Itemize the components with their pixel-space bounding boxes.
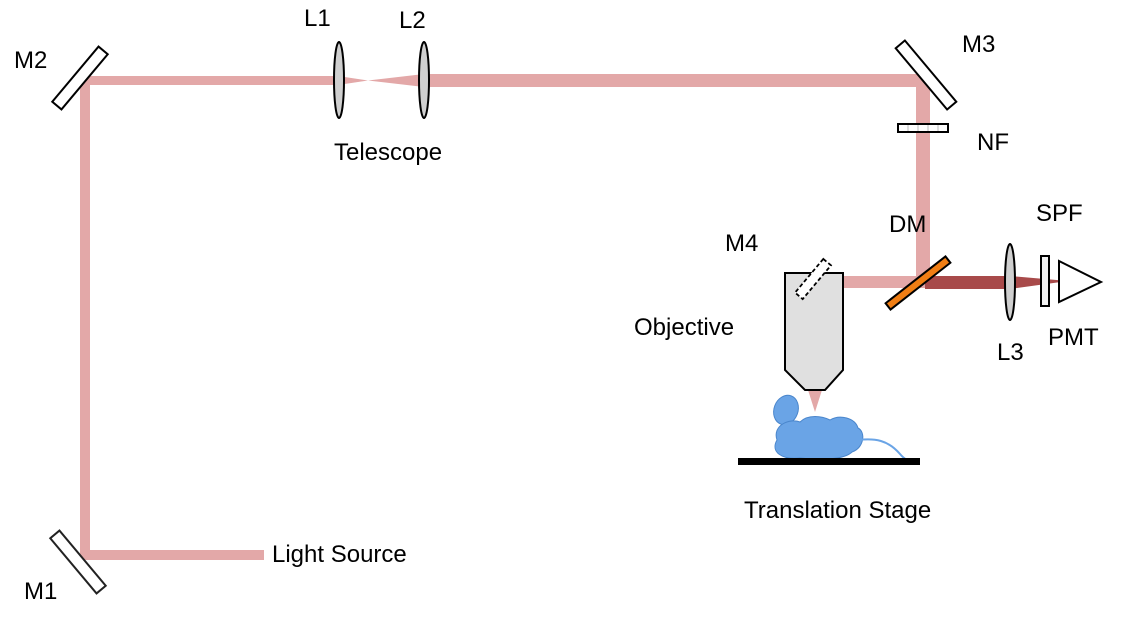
beam-segment-m2-to-l1 — [80, 76, 338, 85]
label-telescope: Telescope — [334, 139, 443, 166]
label-translation-stage: Translation Stage — [744, 497, 932, 524]
label-l2: L2 — [399, 7, 426, 34]
beam-focus-sample — [808, 390, 822, 412]
lens-l3 — [1004, 243, 1016, 321]
translation-stage — [738, 458, 920, 465]
lens-l2 — [418, 41, 430, 119]
label-spf: SPF — [1036, 200, 1083, 227]
label-m2: M2 — [14, 47, 48, 74]
beam-expand-l1-l2 — [368, 74, 424, 87]
label-dm: DM — [889, 211, 927, 238]
label-m3: M3 — [962, 31, 996, 58]
label-pmt: PMT — [1048, 324, 1099, 351]
mirror-m3 — [894, 39, 958, 111]
beam-focus-l1-l2 — [338, 76, 368, 85]
label-l3: L3 — [997, 339, 1024, 366]
beam-segment-dm-to-objective — [843, 276, 923, 288]
beam-segment-source-to-m1 — [84, 550, 264, 560]
mirror-m4 — [793, 257, 833, 301]
mirror-m1 — [48, 529, 108, 595]
lens-l1 — [333, 41, 345, 119]
label-l1: L1 — [304, 5, 331, 32]
beam-segment-m3-to-dm — [916, 74, 930, 288]
emission-focus-l3-to-pmt — [1010, 276, 1068, 289]
mirror-m2 — [50, 45, 110, 111]
dichroic-mirror — [884, 255, 952, 311]
mouse-sample — [773, 394, 916, 463]
emission-beam — [925, 276, 1068, 289]
short-pass-filter — [1040, 255, 1050, 307]
label-nf: NF — [977, 129, 1009, 156]
notch-filter — [897, 123, 949, 133]
beam-segment-l2-to-m3 — [424, 74, 930, 87]
label-objective: Objective — [634, 314, 735, 341]
label-m4: M4 — [725, 230, 759, 257]
label-light-source: Light Source — [272, 541, 407, 568]
objective-lens — [784, 272, 844, 391]
label-m1: M1 — [24, 578, 58, 605]
beam-segment-m1-to-m2 — [80, 80, 90, 560]
pmt-detector — [1058, 259, 1104, 304]
emission-segment-dm-to-l3 — [925, 276, 1010, 289]
